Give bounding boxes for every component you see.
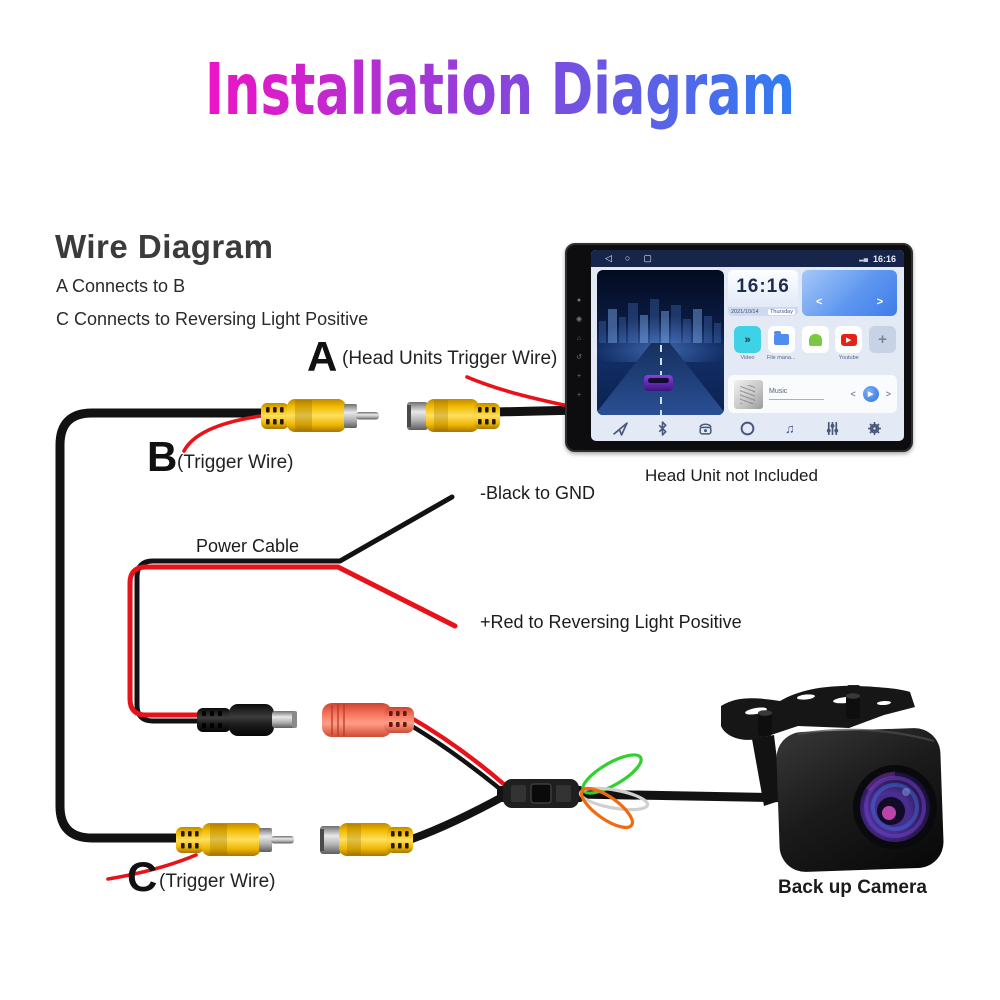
label-c: C — [127, 856, 157, 898]
app-video: » Video — [733, 326, 762, 372]
album-art — [734, 379, 763, 409]
android-home-icon: ○ — [624, 253, 631, 263]
head-unit: ● ◉ ⌂ ↺ + + ◁ ○ ▢ ▂▄ 16:16 — [565, 243, 913, 452]
head-unit-screen: ◁ ○ ▢ ▂▄ 16:16 — [591, 250, 904, 441]
app-row: » Video File mana... ▶ Youtube + — [733, 326, 897, 372]
label-b-desc: (Trigger Wire) — [177, 452, 294, 473]
navigation-icon — [613, 422, 628, 436]
wire-b-trigger-red — [182, 413, 270, 453]
youtube-app-icon: ▶ — [835, 326, 863, 353]
clock-time: 16:16 — [736, 276, 790, 297]
side-mic-icon: ● — [576, 296, 582, 304]
wallpaper-car — [644, 375, 673, 391]
music-widget: Music < ▶ > — [728, 375, 897, 413]
page-title-svg: Installation Diagram — [205, 48, 795, 131]
label-black-gnd: -Black to GND — [480, 483, 596, 503]
rca-female-a — [407, 399, 500, 432]
home-circle-icon — [740, 421, 755, 436]
android-app-icon — [801, 326, 829, 353]
app-label: File mana... — [766, 355, 796, 361]
side-back-icon: ↺ — [576, 353, 582, 361]
music-prev-icon: < — [850, 389, 856, 399]
label-c-letter: C — [127, 853, 158, 900]
rca-female-c — [320, 823, 413, 856]
pager-next-icon: > — [876, 296, 883, 308]
wire-b-to-c — [55, 408, 271, 843]
side-home-icon: ⌂ — [576, 334, 582, 342]
label-a-desc: (Head Units Trigger Wire) — [342, 348, 558, 369]
dc-plug-male — [197, 704, 297, 736]
app-label: Youtube — [838, 355, 859, 361]
rca-male-c — [176, 823, 294, 856]
note-a-connects: A Connects to B — [56, 276, 186, 296]
pager-prev-icon: < — [816, 296, 823, 308]
music-note-icon: ♫ — [784, 421, 795, 436]
music-progress — [769, 398, 824, 401]
jack-wire-black — [407, 722, 508, 796]
phone-icon — [699, 423, 712, 435]
signal-icon: ▂▄ — [859, 256, 868, 262]
app-filemanager: File mana... — [767, 326, 796, 372]
label-b-letter: B — [147, 433, 178, 480]
music-play-icon: ▶ — [862, 386, 879, 402]
clock-date-bar: 2021/10/14 Thursday — [728, 307, 798, 316]
clock-widget: 16:16 — [728, 270, 798, 307]
label-power-cable: Power Cable — [196, 536, 300, 556]
label-a: A — [307, 336, 337, 378]
pager-widget: < > — [802, 270, 897, 316]
side-volume-up-icon: + — [576, 372, 582, 380]
video-app-icon: » — [734, 326, 761, 353]
jack-wire-red — [405, 713, 509, 789]
label-a-letter: A — [307, 333, 338, 380]
wire-diagram-heading: Wire Diagram — [55, 228, 274, 265]
clock-date: 2021/10/14 — [731, 308, 759, 315]
app-android — [801, 326, 830, 372]
rca-male-b — [261, 399, 379, 432]
label-c-desc: (Trigger Wire) — [159, 871, 276, 892]
loop-wire-orange — [580, 786, 634, 830]
backup-camera — [721, 685, 944, 872]
wire-c-trigger-red — [106, 853, 198, 881]
head-unit-side-buttons: ● ◉ ⌂ ↺ + + — [567, 245, 591, 450]
android-back-icon: ◁ — [605, 253, 612, 263]
clock-day: Thursday — [768, 308, 795, 315]
label-b: B — [147, 436, 177, 478]
power-wire-black — [134, 494, 455, 724]
page-title: Installation Diagram — [205, 48, 795, 131]
power-wire-red — [127, 564, 458, 718]
equalizer-icon — [826, 422, 838, 435]
filemanager-app-icon — [767, 326, 795, 353]
android-recent-icon: ▢ — [643, 253, 652, 263]
music-next-icon: > — [885, 389, 891, 399]
wallpaper — [597, 270, 724, 415]
settings-gear-icon — [868, 422, 881, 435]
rca-c-wire — [408, 791, 510, 843]
status-bar: ◁ ○ ▢ ▂▄ 16:16 — [591, 250, 904, 267]
inline-connector-box — [497, 779, 583, 808]
bluetooth-icon — [659, 421, 667, 436]
dock-bar: ♫ — [591, 416, 904, 441]
add-app-icon: + — [869, 326, 896, 353]
head-unit-caption: Head Unit not Included — [645, 466, 818, 485]
music-label: Music — [769, 387, 788, 395]
power-jack-female — [322, 703, 414, 737]
status-time: 16:16 — [872, 253, 896, 264]
app-youtube: ▶ Youtube — [834, 326, 863, 372]
camera-caption: Back up Camera — [778, 877, 927, 898]
side-power-icon: ◉ — [575, 315, 583, 323]
app-label: Video — [740, 355, 755, 361]
side-volume-down-icon: + — [576, 391, 582, 399]
label-red-reversing: +Red to Reversing Light Positive — [480, 612, 742, 632]
app-add: + — [868, 326, 897, 372]
note-c-connects: C Connects to Reversing Light Positive — [56, 309, 369, 329]
